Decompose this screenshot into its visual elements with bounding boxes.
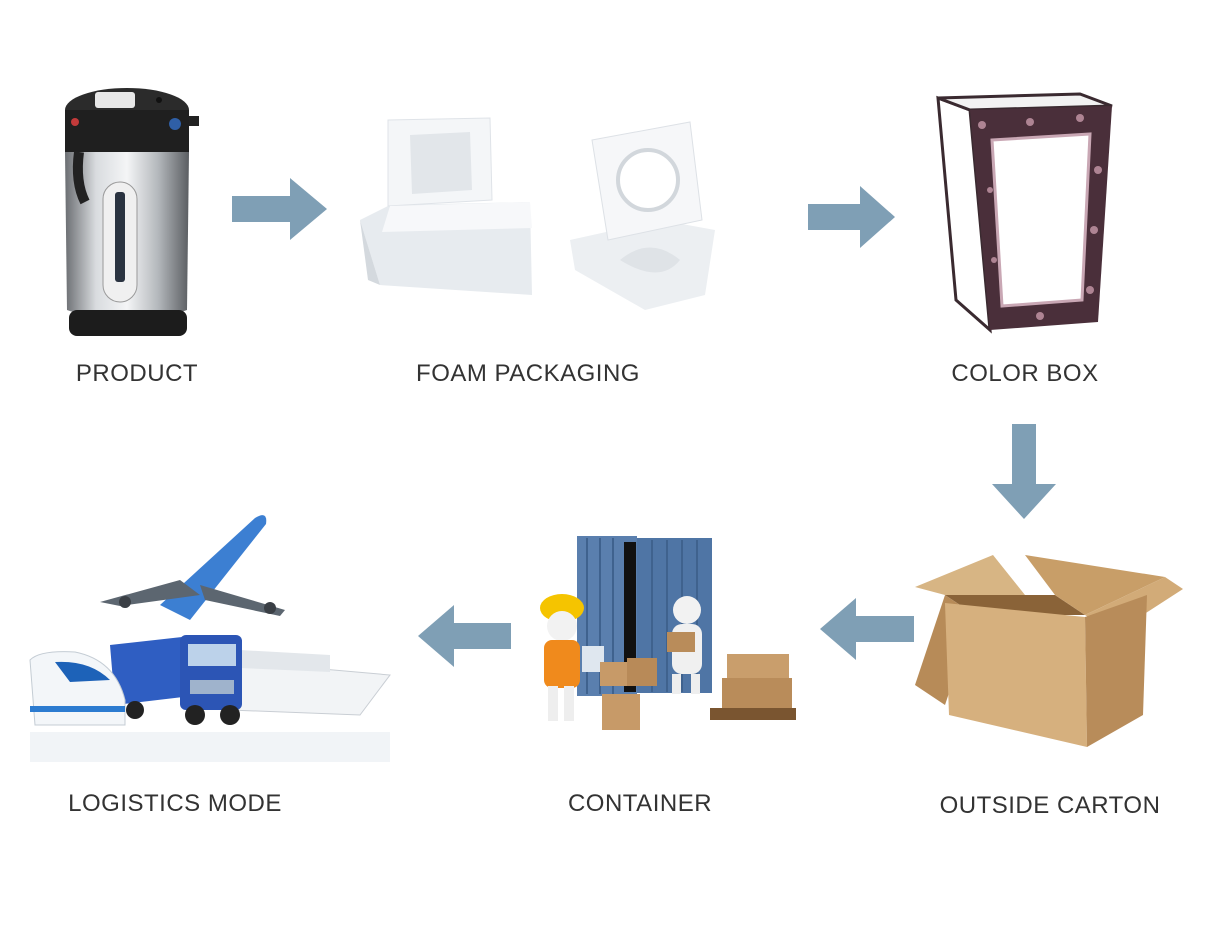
carton-box-image xyxy=(915,555,1185,750)
container-label: CONTAINER xyxy=(568,790,712,818)
foam-packaging-label: FOAM PACKAGING xyxy=(416,360,640,388)
stage-foam-packaging xyxy=(360,110,720,320)
stage-product xyxy=(55,82,200,342)
outside-carton-label: OUTSIDE CARTON xyxy=(940,792,1161,820)
arrow-left-icon xyxy=(418,605,511,667)
color-box-image xyxy=(930,90,1120,335)
container-workers-image xyxy=(522,528,802,743)
stage-outside-carton xyxy=(915,555,1185,750)
arrow-left-icon xyxy=(820,598,914,660)
arrow-right-icon xyxy=(808,186,895,248)
logistics-vehicles-image xyxy=(30,510,410,765)
arrow-right-icon xyxy=(232,178,327,240)
logistics-mode-label: LOGISTICS MODE xyxy=(68,790,282,818)
color-box-label: COLOR BOX xyxy=(951,360,1098,388)
stage-container xyxy=(522,528,802,743)
stage-color-box xyxy=(930,90,1120,335)
product-label: PRODUCT xyxy=(76,360,198,388)
foam-pieces-image xyxy=(360,110,720,320)
arrow-down-icon xyxy=(992,424,1056,519)
thermo-pot-image xyxy=(55,82,200,342)
stage-logistics-mode xyxy=(30,510,410,765)
